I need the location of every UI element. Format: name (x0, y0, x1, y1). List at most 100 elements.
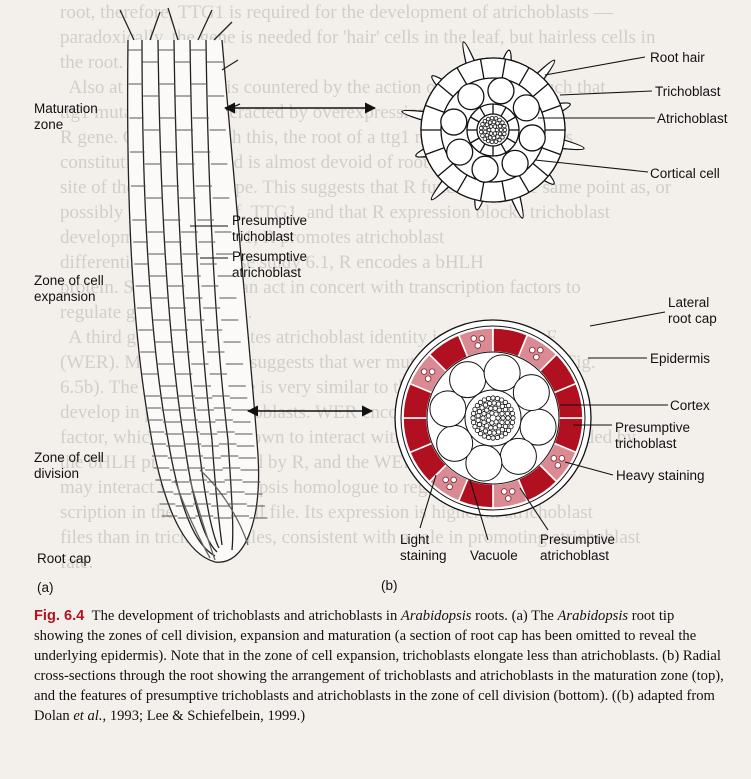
stele-cell (505, 415, 511, 421)
stele-cell (502, 131, 507, 137)
stele-cell (502, 423, 508, 430)
stele-cell (499, 403, 505, 409)
stele-cell (497, 117, 502, 123)
vacuole (428, 368, 436, 375)
stele-cell (488, 124, 494, 129)
stele-cell (483, 129, 488, 135)
stele-cell (491, 119, 497, 125)
stele-cell (493, 139, 499, 144)
vacuole (424, 375, 432, 382)
vacuole (501, 488, 508, 495)
endodermal-wall (470, 137, 480, 144)
stele-cell (500, 120, 505, 125)
root-cell-walls (128, 49, 268, 519)
stele-cell (491, 400, 497, 406)
cortex-cell (512, 374, 550, 412)
stele-cell (482, 402, 489, 408)
stele-cell (482, 118, 488, 124)
cortex-cell (499, 437, 537, 475)
vacuole (537, 346, 544, 354)
figure-6-4-illustration (119, 7, 668, 563)
label-panel-b: (b) (381, 578, 398, 593)
stele-cell (474, 402, 480, 409)
stele-cell (495, 121, 500, 126)
stele-cell (496, 407, 502, 413)
figure-caption: Fig. 6.4 The development of trichoblasts… (34, 606, 724, 726)
stele-cell (502, 399, 509, 405)
epidermal-wall (479, 58, 485, 79)
cortical-cell (487, 77, 515, 105)
stele-cell (479, 425, 485, 431)
stele-cell (490, 435, 496, 441)
vacuole (450, 476, 457, 484)
stele-cell (470, 410, 477, 417)
stele-cell (480, 122, 485, 127)
vacuole (420, 368, 428, 375)
caption-text-3: root tip showing the zones of cell divis… (34, 608, 724, 724)
vacuole (446, 483, 453, 491)
cortex-cell (436, 424, 474, 462)
stele-cell (506, 427, 512, 434)
stele-cell (478, 125, 484, 131)
stele-cell (495, 134, 500, 139)
epidermal-wall (518, 174, 530, 193)
stele-cell (499, 433, 505, 439)
stele-cell (481, 397, 487, 403)
stele-cell (485, 413, 492, 419)
cortical-cell (440, 108, 468, 136)
label-leader-lines (190, 56, 668, 541)
label-panel-a: (a) (37, 580, 54, 595)
cortical-cell (512, 94, 540, 122)
stele-cell (499, 427, 505, 433)
stele-cell (479, 405, 485, 411)
stele-cell (496, 423, 502, 429)
cortex-cell (465, 444, 503, 482)
vacuole (550, 455, 558, 462)
caption-text-4: , 1993; Lee & Schiefelbein, 1999.) (102, 708, 306, 724)
stele-cell (504, 410, 510, 417)
stele-cell (493, 419, 499, 425)
figure-number: Fig. 6.4 (34, 608, 85, 624)
stele-cell (482, 428, 489, 434)
vacuole (505, 495, 512, 502)
stele-cell (502, 127, 508, 133)
stele-cell (484, 122, 490, 127)
epidermal-wall (479, 181, 485, 202)
caption-text-2: roots. (a) The (471, 608, 558, 624)
endodermal-wall (506, 116, 516, 123)
endodermal-wall (506, 137, 516, 144)
root-hair-spike (401, 109, 428, 122)
epidermal-wall (518, 67, 530, 86)
stele-cell (492, 124, 498, 129)
vacuole (558, 455, 566, 462)
vacuole (442, 476, 449, 484)
stele-cell (494, 434, 501, 441)
maturation-cross-section (401, 41, 585, 219)
stele-cell (489, 115, 495, 121)
stele-cell (499, 411, 505, 417)
stele-cell (509, 410, 516, 417)
stele-cell (499, 419, 505, 425)
cortical-cell (501, 149, 529, 177)
stele-cell (480, 133, 485, 138)
stele-cell (484, 423, 490, 429)
vacuole (509, 488, 516, 495)
stele-cell (502, 406, 508, 413)
label-heavy-staining: Heavy staining (616, 468, 705, 483)
label-cortex: Cortex (670, 398, 710, 413)
stele-cell (470, 415, 476, 421)
caption-italic-3: et al. (73, 708, 103, 724)
epidermal-wall (437, 83, 454, 98)
vacuole (554, 462, 562, 469)
stele-cell (489, 420, 495, 426)
stele-cell (470, 419, 477, 426)
stele-cell (484, 407, 490, 413)
cortical-cell (446, 138, 474, 166)
stele-cell (488, 131, 494, 136)
